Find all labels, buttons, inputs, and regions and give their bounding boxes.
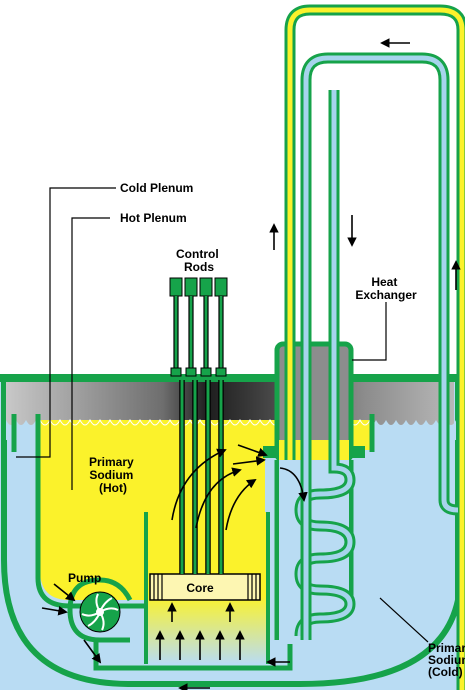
heat-exchanger <box>263 90 365 640</box>
primary-sodium-cold-label: Primary Sodium (Cold) <box>428 641 465 679</box>
pump <box>67 577 133 643</box>
vessel-wall <box>0 378 461 687</box>
primary-sodium-cold-line-3: (Cold) <box>428 665 463 679</box>
heat-exchanger-label: Heat Exchanger <box>355 275 417 302</box>
primary-sodium-cold-line-2: Sodium <box>428 653 465 667</box>
core-block <box>149 573 261 601</box>
primary-sodium-hot-label: Primary Sodium (Hot) <box>89 455 137 495</box>
flow-arrows <box>41 38 461 690</box>
heat-exchanger-label-line-2: Exchanger <box>355 288 417 302</box>
control-rods-label: Control Rods <box>176 247 222 274</box>
control-rods-label-line-1: Control <box>176 247 219 261</box>
secondary-loop-outer <box>284 4 465 690</box>
leader-lines <box>16 187 429 643</box>
pump-label: Pump <box>68 571 101 585</box>
hot-plenum-label: Hot Plenum <box>120 211 187 225</box>
core-fuel-lines <box>153 574 257 600</box>
core-barrel <box>144 512 270 664</box>
cold-plenum-label: Cold Plenum <box>120 181 193 195</box>
heat-exchanger-label-line-1: Heat <box>371 275 397 289</box>
cover-gas-region <box>6 380 454 425</box>
primary-sodium-hot-line-3: (Hot) <box>99 481 127 495</box>
primary-sodium-hot-line-1: Primary <box>89 455 134 469</box>
core-label: Core <box>186 581 214 595</box>
primary-sodium-cold-line-1: Primary <box>428 641 465 655</box>
hot-pool-upper <box>40 420 370 600</box>
control-rods <box>169 277 228 574</box>
roof-deck <box>0 374 465 382</box>
primary-sodium-hot-line-2: Sodium <box>89 468 133 482</box>
control-rods-label-line-2: Rods <box>184 260 214 274</box>
secondary-loop-inner <box>300 52 459 640</box>
